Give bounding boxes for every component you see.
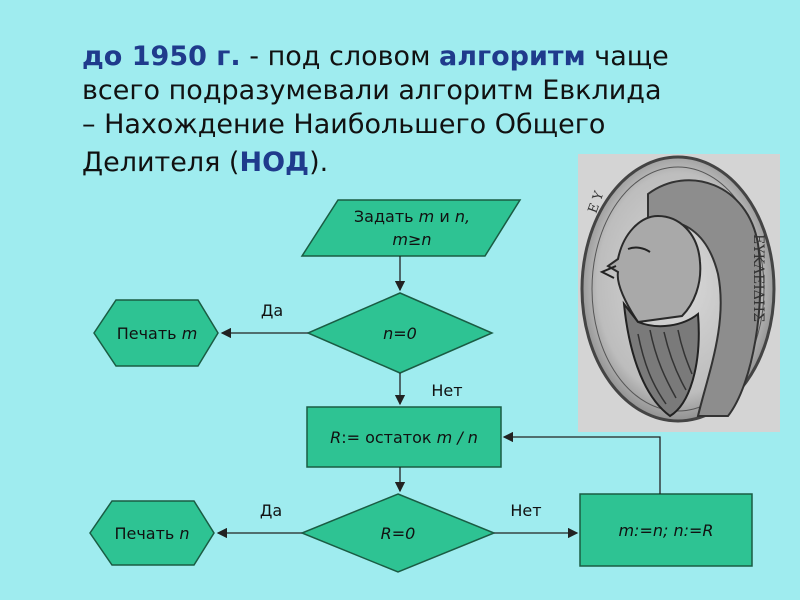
euclid-portrait-icon: ΕΥΚΛΕΙΔΗΣ Ε Υ (578, 154, 780, 432)
yes-label-1: Да (261, 301, 283, 320)
heading-year: до 1950 г. (82, 41, 241, 72)
heading-line-1: до 1950 г. - под словом алгоритм чаще (82, 40, 722, 74)
heading-text-1b: чаще (585, 41, 669, 72)
heading-nod: НОД (239, 147, 310, 178)
input-label-line2: m≥n (392, 230, 431, 249)
arrow-loop-back (502, 431, 661, 494)
heading-line-4: Делителя (НОД). (82, 146, 722, 180)
process-remainder (306, 406, 502, 468)
print-n-label: Печать n (114, 524, 189, 543)
heading-algorithm-word: алгоритм (439, 41, 586, 72)
condition-r-zero-label: R=0 (381, 524, 416, 543)
heading-text-4a: Делителя ( (82, 147, 240, 178)
slide-heading: до 1950 г. - под словом алгоритм чаще вс… (82, 40, 722, 178)
input-shape (300, 199, 522, 257)
process-swap (579, 493, 753, 567)
condition-n-zero-label: n=0 (383, 324, 417, 343)
heading-dash: - (240, 41, 268, 72)
input-label-line1: Задать m и n, (354, 207, 470, 226)
print-m-label: Печать m (117, 324, 198, 343)
heading-line-2: всего подразумевали алгоритм Евклида (82, 75, 662, 106)
process-swap-label: m:=n; n:=R (618, 521, 713, 540)
heading-text-1a: под словом (267, 41, 440, 72)
print-m-terminal (93, 299, 219, 367)
yes-label-2: Да (260, 501, 282, 520)
heading-line-3: – Нахождение Наибольшего Общего (82, 109, 606, 140)
condition-r-zero (300, 493, 496, 573)
no-label-1: Нет (431, 381, 462, 400)
print-n-terminal (89, 500, 215, 566)
process-remainder-label: R:= остаток m / n (330, 428, 478, 447)
svg-text:Ε Υ: Ε Υ (586, 189, 608, 215)
svg-text:ΕΥΚΛΕΙΔΗΣ: ΕΥΚΛΕΙΔΗΣ (750, 234, 766, 322)
no-label-2: Нет (510, 501, 541, 520)
heading-text-4b: ). (309, 147, 329, 178)
